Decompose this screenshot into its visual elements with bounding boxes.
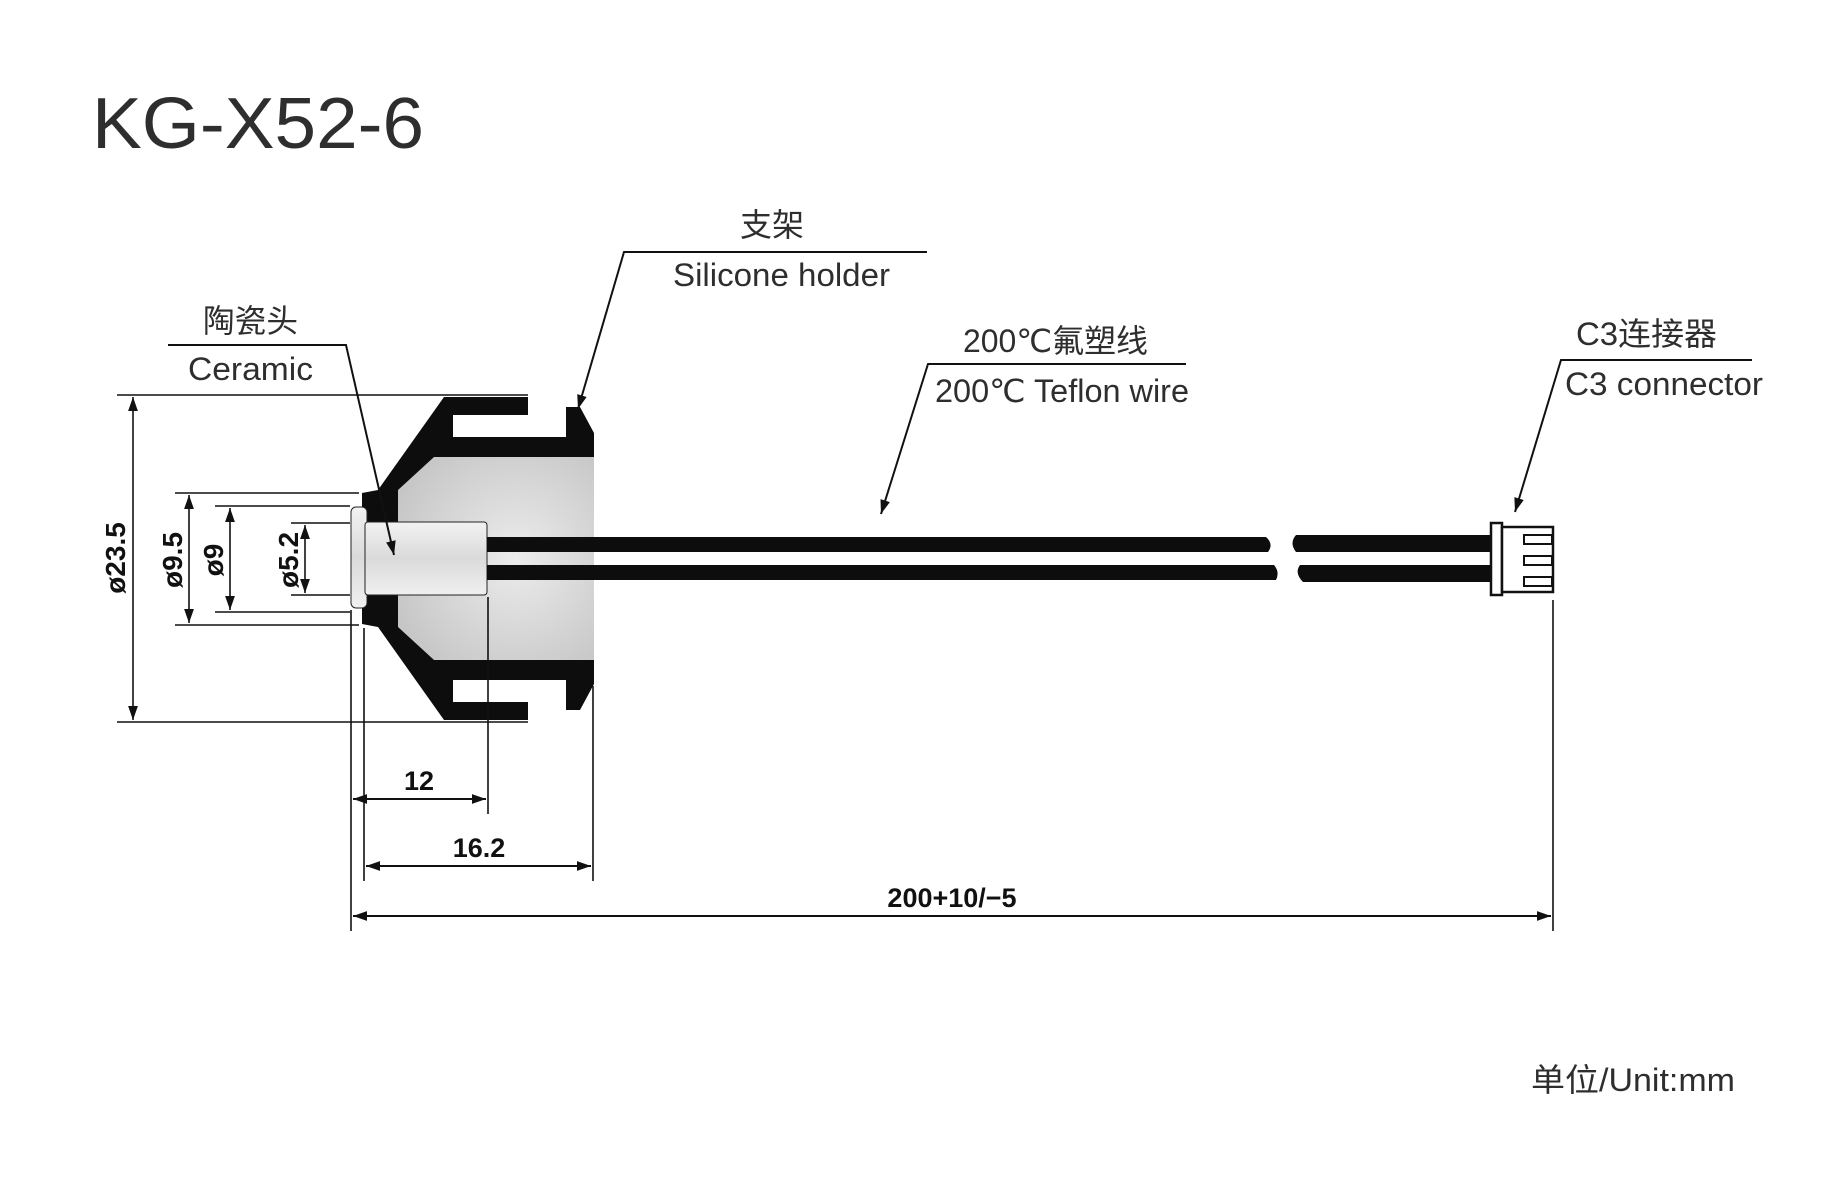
diameter-dimensions: [117, 394, 528, 723]
connector-label-en: C3 connector: [1565, 366, 1763, 402]
ceramic-label-en: Ceramic: [188, 351, 313, 387]
dim-total-length: 200+10/−5: [887, 883, 1016, 913]
model-title: KG-X52-6: [92, 84, 424, 164]
holder-label-cn: 支架: [740, 207, 804, 243]
wire-label-cn: 200℃氟塑线: [963, 323, 1148, 359]
ceramic-label-cn: 陶瓷头: [203, 303, 298, 339]
callout-holder: [577, 251, 927, 410]
dim-head-diameter: ø9: [198, 544, 229, 577]
c3-connector: [1489, 521, 1555, 597]
dim-bore-diameter: ø5.2: [273, 532, 304, 588]
connector-label-cn: C3连接器: [1576, 316, 1717, 352]
callout-ceramic: [168, 344, 396, 556]
callout-connector: [1514, 359, 1752, 513]
dim-head-length: 12: [404, 766, 434, 796]
ceramic-head: [350, 506, 488, 609]
callout-wire: [880, 363, 1186, 515]
teflon-wires: [487, 535, 1491, 582]
unit-note: 单位/Unit:mm: [1531, 1062, 1735, 1098]
wire-label-en: 200℃ Teflon wire: [935, 373, 1189, 409]
dim-outer-diameter: ø23.5: [100, 522, 131, 594]
dim-flange-diameter: ø9.5: [157, 532, 188, 588]
holder-label-en: Silicone holder: [673, 257, 890, 293]
dim-holder-length: 16.2: [453, 833, 506, 863]
length-dimensions: [350, 597, 1554, 931]
